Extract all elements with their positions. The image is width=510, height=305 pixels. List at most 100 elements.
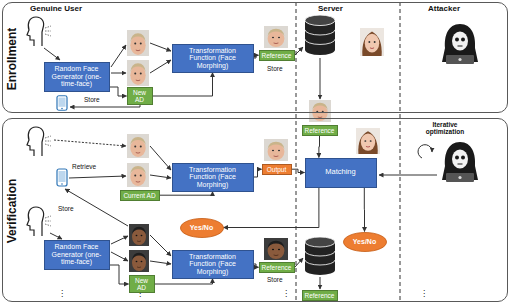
arrow: [111, 73, 126, 74]
user-icon: [27, 17, 51, 46]
stage-label: Verification: [5, 179, 19, 244]
arrow: [320, 58, 321, 99]
box-text: Yes/No: [190, 224, 213, 231]
face-image: [264, 238, 288, 260]
box-text: New AD: [130, 89, 150, 104]
attacker-icon: [442, 142, 478, 182]
header-label: Server: [318, 4, 343, 13]
action-label: Retrieve: [72, 163, 96, 170]
box-text: Current AD: [123, 192, 155, 199]
arrow: [320, 277, 321, 289]
box-text: Yes/No: [353, 238, 376, 245]
connector-arrow: [292, 169, 305, 172]
phone-icon: [57, 96, 67, 110]
header-label: Genuine User: [30, 4, 82, 13]
process-box: Random Face Generator (one-time-face): [44, 62, 110, 92]
face-image: [356, 128, 380, 154]
box-text: Random Face Generator (one-time-face): [48, 65, 106, 88]
action-label: Store: [58, 205, 74, 212]
face-image: [127, 163, 149, 187]
loop-arrow: [418, 145, 432, 158]
data-tag: Reference: [259, 262, 295, 273]
face-image: [360, 28, 384, 56]
ellipse-shape: [180, 218, 223, 237]
arrow: [54, 140, 126, 146]
arrow: [111, 252, 128, 261]
attacker-icon: [442, 24, 478, 64]
divider-line: [296, 2, 297, 302]
arrow: [295, 258, 303, 267]
process-box: Matching: [305, 158, 377, 188]
process-box: Transformation Function (Face Morphing): [172, 44, 254, 73]
stage-label: Enrollment: [5, 27, 19, 90]
data-tag: Reference: [259, 50, 295, 61]
action-label: Iterative optimization: [416, 121, 474, 136]
process-box: Transformation Function (Face Morphing): [172, 163, 254, 192]
data-tag: New AD: [129, 275, 155, 294]
database-icon: [305, 237, 335, 275]
process-box: Random Face Generator (one-time-face): [44, 240, 110, 270]
connector-arrow: [364, 188, 365, 232]
header-label: Attacker: [428, 4, 460, 13]
data-tag: New AD: [127, 87, 153, 106]
connector-arrow: [224, 188, 319, 228]
face-image: [127, 60, 149, 86]
arrow: [111, 45, 126, 67]
box-text: Matching: [325, 168, 355, 176]
connector-arrow: [153, 73, 213, 96]
data-tag: Current AD: [120, 190, 160, 201]
arrow: [150, 146, 171, 170]
divider-line: [400, 2, 401, 302]
action-label: Store: [84, 96, 100, 103]
box-text: Reference: [305, 127, 335, 134]
database-icon: [305, 15, 335, 55]
connector-arrow: [110, 265, 129, 284]
face-image: [129, 250, 149, 272]
connector-arrow: [160, 192, 213, 196]
arrow: [150, 60, 171, 73]
box-text: Reference: [262, 264, 292, 271]
arrow: [150, 43, 171, 51]
ellipse-shape: [343, 232, 386, 251]
phone-icon: [57, 169, 67, 186]
connector-arrow: [318, 136, 320, 158]
connector-arrow: [155, 279, 213, 284]
connector-arrow: [254, 169, 262, 177]
arrow: [111, 236, 128, 244]
face-image: [264, 26, 288, 48]
ellipsis-mark: ⋮: [420, 289, 428, 298]
process-box: Transformation Function (Face Morphing): [172, 250, 254, 279]
data-tag: Reference: [302, 125, 338, 136]
box-text: Output: [267, 166, 287, 173]
box-text: Transformation Function (Face Morphing): [176, 47, 250, 70]
box-text: Reference: [262, 52, 292, 59]
arrow: [150, 175, 171, 178]
connector-arrow: [110, 87, 127, 96]
arrow: [44, 48, 60, 60]
face-image: [127, 30, 149, 56]
result-ellipse: Yes/No: [180, 218, 224, 238]
ellipsis-mark: ⋮: [58, 289, 66, 298]
arrow: [69, 176, 126, 178]
arrow: [295, 47, 303, 55]
user-icon: [27, 207, 51, 236]
result-ellipse: Yes/No: [343, 232, 387, 252]
box-text: Random Face Generator (one-time-face): [48, 243, 106, 266]
box-text: New AD: [132, 277, 152, 292]
action-label: Store: [267, 65, 283, 72]
ellipsis-mark: ⋮: [282, 289, 290, 298]
user-icon: [27, 127, 51, 156]
output-tag: Output: [262, 164, 292, 175]
face-image: [264, 139, 288, 161]
arrow: [50, 233, 62, 239]
data-tag: Reference: [302, 290, 338, 301]
box-text: Transformation Function (Face Morphing): [176, 253, 250, 276]
box-text: Reference: [305, 292, 335, 299]
face-image: [127, 134, 149, 158]
arrow: [379, 175, 437, 176]
face-image: [129, 224, 149, 246]
arrow: [150, 261, 171, 264]
arrow: [150, 235, 171, 256]
stage-panel: VerificationReferenceCurrent ADTransform…: [2, 118, 508, 302]
